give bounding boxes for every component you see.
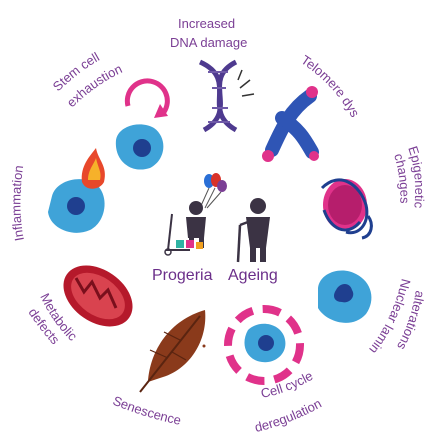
metabolic-node: Metabolic defects	[26, 253, 145, 348]
chromatin-icon	[322, 179, 371, 238]
dry-leaf-icon	[140, 310, 206, 392]
dna-damage-node: Increased DNA damage	[170, 16, 254, 130]
chromosome-icon	[262, 86, 319, 162]
dna-damage-label-line1: Increased	[178, 16, 235, 31]
child-scooter-icon	[165, 201, 206, 255]
cell-cycle-node: Cell cycle deregulation	[228, 309, 324, 435]
cell-cycle-arrows-icon	[228, 309, 300, 381]
inflammation-label: Inflammation	[8, 164, 27, 242]
balloons-icon	[200, 173, 227, 208]
misshapen-nucleus-cell-icon	[318, 270, 371, 322]
elderly-person-icon	[238, 198, 270, 262]
inflamed-cell-icon	[48, 148, 105, 233]
progeria-label: Progeria	[152, 267, 213, 284]
dna-damage-label-line2: DNA damage	[170, 35, 247, 50]
ageing-label: Ageing	[228, 267, 278, 284]
senescence-label: Senescence	[111, 393, 183, 428]
stem-cell-icon	[116, 81, 168, 170]
senescence-node: Senescence	[111, 310, 206, 428]
center-illustration: Progeria Ageing	[152, 173, 278, 284]
stem-cell-node: Stem cell exhaustion	[50, 49, 168, 169]
inflammation-node: Inflammation	[8, 148, 105, 242]
broken-dna-icon	[200, 62, 254, 130]
epigenetic-node: Epigenetic changes	[322, 144, 427, 238]
cell-cycle-label-line2: deregulation	[253, 396, 324, 435]
